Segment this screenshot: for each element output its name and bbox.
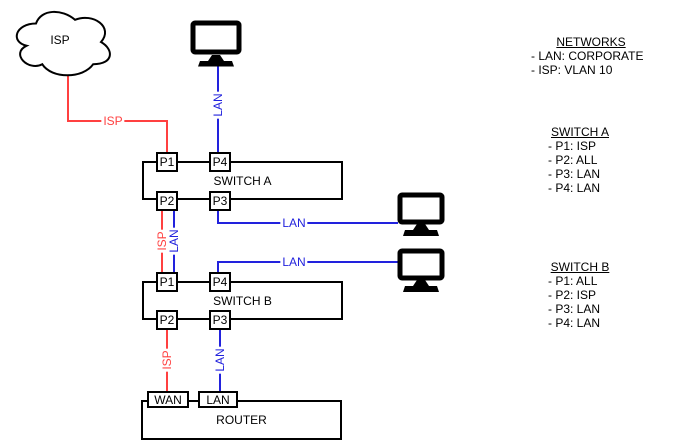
- switch-a-label: SWITCH A: [213, 173, 272, 188]
- legend-networks-item: - LAN: CORPORATE: [531, 49, 644, 63]
- legend-switch-a-item: - P4: LAN: [548, 181, 601, 195]
- edge-switch-b-p4-to-pc-lan: [217, 261, 398, 274]
- edge-cloud-to-switch-a-isp: [67, 70, 168, 155]
- edge-label-lan-pc-lower: LAN: [280, 255, 308, 269]
- legend-switch-b-title: SWITCH B: [550, 260, 610, 274]
- isp-cloud-shape: [15, 10, 111, 77]
- edge-label-lan-router: LAN: [213, 346, 227, 374]
- switch-b-port-p3: P3: [209, 310, 231, 330]
- legend-networks: NETWORKS - LAN: CORPORATE - ISP: VLAN 10: [531, 35, 651, 77]
- edge-label-isp-cloud: ISP: [101, 114, 125, 128]
- legend-networks-item: - ISP: VLAN 10: [531, 63, 613, 77]
- legend-switch-a-item: - P2: ALL: [548, 153, 598, 167]
- legend-switch-b-item: - P4: LAN: [548, 316, 601, 330]
- switch-b-port-p2: P2: [156, 310, 178, 330]
- isp-cloud-label: ISP: [50, 33, 70, 47]
- switch-a-port-p4: P4: [209, 152, 231, 172]
- legend-switch-a: SWITCH A - P1: ISP - P2: ALL - P3: LAN -…: [548, 125, 612, 195]
- workstation-right-upper-icon: [397, 192, 445, 236]
- edge-label-lan-top-pc: LAN: [211, 91, 225, 119]
- router-port-wan: WAN: [147, 391, 189, 408]
- switch-b-port-p1: P1: [156, 272, 178, 292]
- workstation-top-icon: [190, 20, 242, 67]
- switch-a-port-p1: P1: [156, 152, 178, 172]
- edge-label-isp-router: ISP: [160, 348, 174, 372]
- edge-label-lan-pc-upper: LAN: [280, 216, 308, 230]
- legend-switch-a-item: - P1: ISP: [548, 139, 597, 153]
- legend-switch-a-title: SWITCH A: [550, 125, 609, 139]
- edge-label-lan-trunk: LAN: [167, 227, 181, 255]
- edge-switch-a-p3-to-pc-lan: [217, 209, 398, 224]
- legend-switch-a-item: - P3: LAN: [548, 167, 601, 181]
- router-node: ROUTER: [141, 400, 342, 440]
- router-label: ROUTER: [216, 413, 267, 427]
- switch-a-port-p3: P3: [209, 191, 231, 211]
- legend-switch-b-item: - P2: ISP: [548, 288, 597, 302]
- legend-switch-b: SWITCH B - P1: ALL - P2: ISP - P3: LAN -…: [548, 260, 612, 330]
- switch-b-port-p4: P4: [209, 272, 231, 292]
- legend-networks-title: NETWORKS: [556, 35, 626, 49]
- legend-switch-b-item: - P3: LAN: [548, 302, 601, 316]
- legend-switch-b-item: - P1: ALL: [548, 274, 598, 288]
- switch-a-port-p2: P2: [156, 191, 178, 211]
- router-port-lan: LAN: [198, 391, 238, 408]
- switch-b-label: SWITCH B: [213, 293, 272, 308]
- workstation-right-lower-icon: [397, 248, 445, 292]
